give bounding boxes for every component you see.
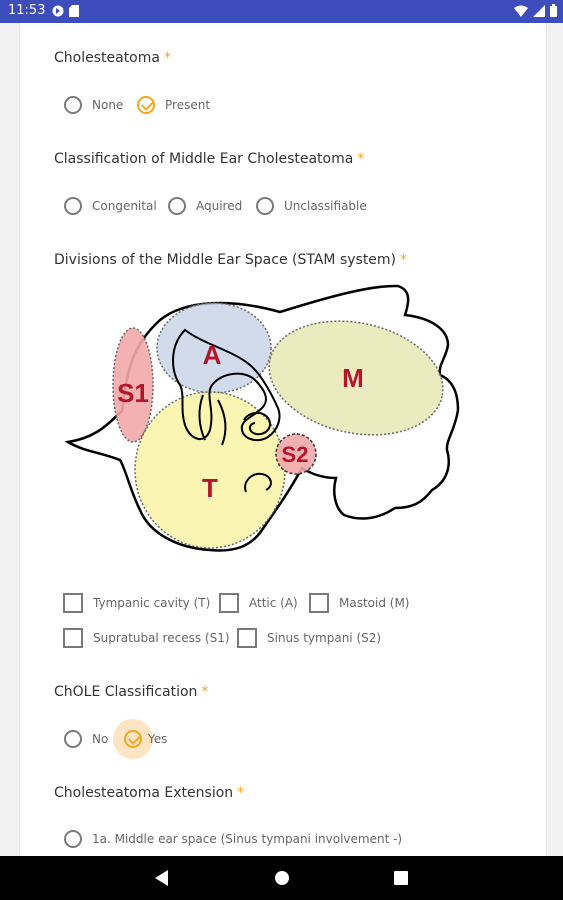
cochlea-swirl bbox=[243, 412, 272, 436]
required-marker: * bbox=[357, 151, 365, 167]
status-time: 11:53 bbox=[8, 3, 46, 18]
radio-label: 1a. Middle ear space (Sinus tympani invo… bbox=[92, 832, 403, 846]
cholesteatoma-question: Cholesteatoma* bbox=[54, 50, 171, 66]
question-label: Divisions of the Middle Ear Space (STAM … bbox=[54, 252, 397, 268]
radio-circle[interactable] bbox=[64, 730, 82, 748]
radio-present[interactable]: Present bbox=[137, 96, 210, 114]
divisions-question: Divisions of the Middle Ear Space (STAM … bbox=[54, 252, 407, 268]
zone-m bbox=[268, 320, 444, 436]
window-curve bbox=[244, 472, 272, 493]
checkbox-square[interactable] bbox=[63, 593, 83, 613]
radio-label: Congenital bbox=[92, 199, 157, 213]
checkbox-label: Sinus tympani (S2) bbox=[267, 631, 382, 645]
signal-icon bbox=[533, 4, 545, 17]
label-s1: S1 bbox=[117, 378, 149, 408]
checkbox-square[interactable] bbox=[237, 628, 257, 648]
classification-question: Classification of Middle Ear Cholesteato… bbox=[54, 151, 364, 167]
checkbox-tympanic-cavity[interactable]: Tympanic cavity (T) bbox=[63, 593, 210, 613]
radio-extension-1a[interactable]: 1a. Middle ear space (Sinus tympani invo… bbox=[64, 830, 402, 848]
recents-icon[interactable] bbox=[394, 871, 408, 885]
extension-question: Cholesteatoma Extension* bbox=[54, 785, 244, 801]
zone-s1 bbox=[112, 327, 154, 443]
wifi-icon bbox=[514, 5, 528, 17]
checkbox-label: Supratubal recess (S1) bbox=[93, 631, 230, 645]
checkbox-sinus-tympani[interactable]: Sinus tympani (S2) bbox=[237, 628, 381, 648]
question-label: ChOLE Classification bbox=[54, 684, 198, 700]
zone-s2 bbox=[275, 433, 317, 475]
checkbox-square[interactable] bbox=[309, 593, 329, 613]
radio-circle-checked[interactable] bbox=[137, 96, 155, 114]
ossicle-shape bbox=[172, 328, 281, 442]
notification-icon bbox=[52, 5, 64, 17]
label-s2: S2 bbox=[282, 442, 309, 467]
ear-outline bbox=[64, 284, 460, 552]
radio-label: Unclassifiable bbox=[284, 199, 367, 213]
status-bar: 11:53 bbox=[0, 0, 563, 23]
back-icon[interactable] bbox=[155, 870, 169, 886]
checkbox-label: Mastoid (M) bbox=[339, 596, 410, 610]
checkbox-square[interactable] bbox=[219, 593, 239, 613]
radio-label: None bbox=[92, 98, 124, 112]
label-a: A bbox=[203, 340, 222, 370]
radio-none[interactable]: None bbox=[64, 96, 123, 114]
checkbox-attic[interactable]: Attic (A) bbox=[219, 593, 298, 613]
radio-circle[interactable] bbox=[64, 96, 82, 114]
radio-congenital[interactable]: Congenital bbox=[64, 197, 157, 215]
navigation-bar bbox=[0, 856, 563, 900]
label-m: M bbox=[342, 363, 364, 393]
checkbox-label: Attic (A) bbox=[249, 596, 298, 610]
label-t: T bbox=[202, 473, 218, 503]
radio-aquired[interactable]: Aquired bbox=[168, 197, 242, 215]
radio-circle[interactable] bbox=[64, 830, 82, 848]
question-label: Cholesteatoma Extension bbox=[54, 785, 234, 801]
home-icon[interactable] bbox=[274, 870, 290, 886]
required-marker: * bbox=[163, 50, 171, 66]
checkbox-square[interactable] bbox=[63, 628, 83, 648]
radio-circle-checked[interactable] bbox=[124, 730, 142, 748]
radio-yes[interactable]: Yes bbox=[124, 730, 167, 748]
ossicle-inner bbox=[198, 394, 227, 446]
radio-unclassifiable[interactable]: Unclassifiable bbox=[256, 197, 367, 215]
chole-question: ChOLE Classification* bbox=[54, 684, 208, 700]
radio-no[interactable]: No bbox=[64, 730, 108, 748]
required-marker: * bbox=[237, 785, 245, 801]
question-label: Classification of Middle Ear Cholesteato… bbox=[54, 151, 354, 167]
required-marker: * bbox=[201, 684, 209, 700]
battery-icon bbox=[550, 4, 557, 17]
required-marker: * bbox=[400, 252, 408, 268]
radio-circle[interactable] bbox=[256, 197, 274, 215]
radio-circle[interactable] bbox=[168, 197, 186, 215]
zone-t bbox=[134, 391, 286, 549]
checkbox-label: Tympanic cavity (T) bbox=[93, 596, 211, 610]
sd-card-icon bbox=[69, 5, 79, 17]
checkbox-mastoid[interactable]: Mastoid (M) bbox=[309, 593, 410, 613]
question-label: Cholesteatoma bbox=[54, 50, 160, 66]
radio-label: Yes bbox=[148, 732, 168, 746]
radio-label: Aquired bbox=[196, 199, 243, 213]
checkbox-supratubal-recess[interactable]: Supratubal recess (S1) bbox=[63, 628, 230, 648]
radio-label: Present bbox=[165, 98, 211, 112]
stam-diagram: S1 A M S2 T bbox=[64, 284, 460, 552]
radio-label: No bbox=[92, 732, 109, 746]
radio-circle[interactable] bbox=[64, 197, 82, 215]
